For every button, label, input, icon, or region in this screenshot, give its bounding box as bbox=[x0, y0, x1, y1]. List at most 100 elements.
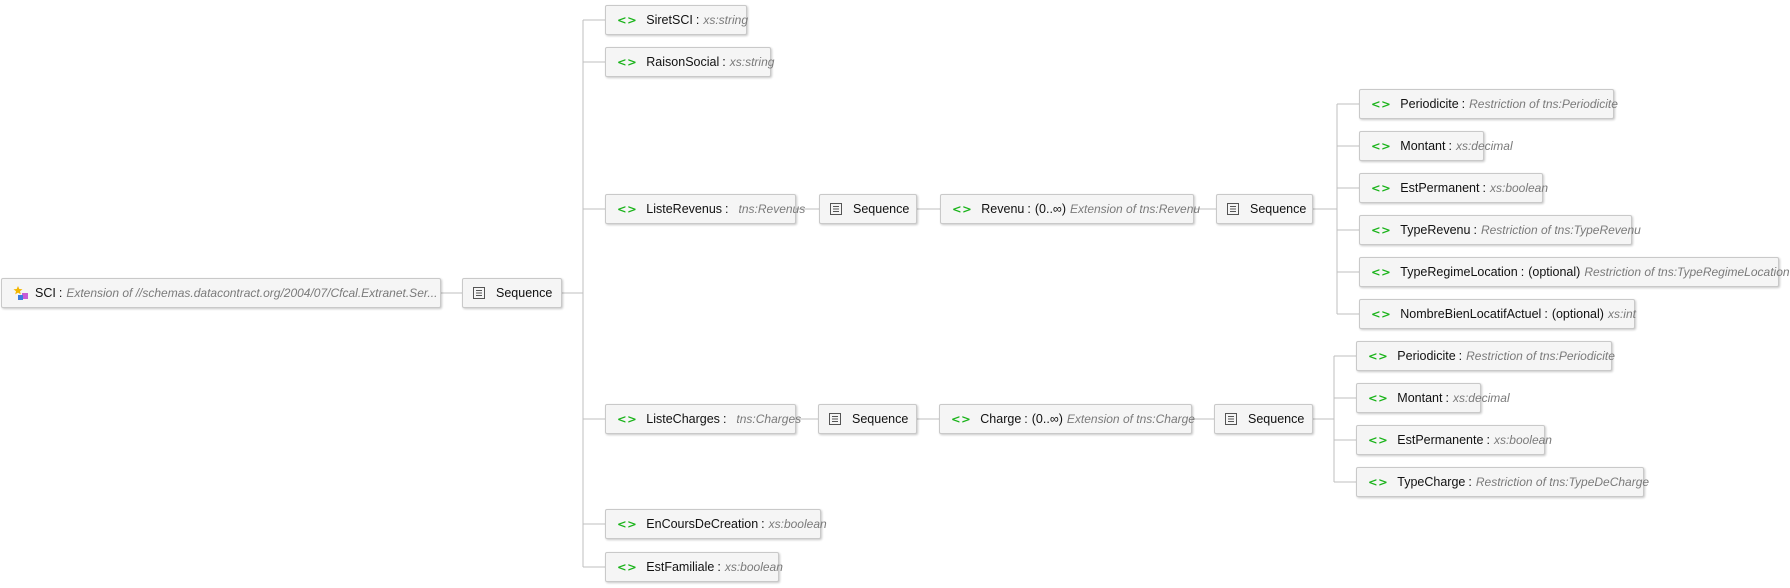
sequence-icon bbox=[1227, 203, 1239, 215]
element-occurs: (optional) bbox=[1528, 265, 1581, 279]
element-node-listerevenus[interactable]: <> ListeRevenus : tns:Revenus bbox=[605, 194, 805, 224]
element-icon: <> bbox=[951, 412, 972, 426]
element-name: EstPermanent bbox=[1400, 181, 1480, 195]
element-name: TypeCharge bbox=[1397, 475, 1466, 489]
element-type: xs:string bbox=[703, 13, 748, 27]
colon: : bbox=[1520, 265, 1525, 279]
element-name: NombreBienLocatifActuel bbox=[1400, 307, 1542, 321]
element-type: tns:Charges bbox=[736, 412, 802, 426]
colon: : bbox=[1024, 412, 1028, 426]
sequence-node-charge[interactable]: Sequence bbox=[1214, 404, 1313, 434]
element-node-revenu[interactable]: <> Revenu : (0..∞) Extension of tns:Reve… bbox=[940, 194, 1200, 224]
root-type: Extension of //schemas.datacontract.org/… bbox=[66, 286, 438, 300]
element-icon: <> bbox=[617, 202, 638, 216]
element-name: EnCoursDeCreation bbox=[646, 517, 759, 531]
sequence-node-listecharges[interactable]: Sequence bbox=[818, 404, 917, 434]
colon: : bbox=[1461, 97, 1466, 111]
element-type: xs:boolean bbox=[1493, 433, 1552, 447]
element-node-raisonsocial[interactable]: <> RaisonSocial : xs:string bbox=[605, 47, 774, 77]
sequence-icon bbox=[830, 203, 842, 215]
element-occurs: (optional) bbox=[1551, 307, 1604, 321]
element-name: EstFamiliale bbox=[646, 560, 715, 574]
sequence-icon bbox=[1225, 413, 1237, 425]
element-node-revenu-typerevenu[interactable]: <> TypeRevenu : Restriction of tns:TypeR… bbox=[1359, 215, 1641, 245]
root-name: SCI bbox=[35, 286, 56, 300]
element-name: Montant bbox=[1400, 139, 1446, 153]
element-name: Charge bbox=[980, 412, 1022, 426]
element-name: Montant bbox=[1397, 391, 1443, 405]
colon: : bbox=[725, 202, 729, 216]
element-node-charge-montant[interactable]: <> Montant : xs:decimal bbox=[1356, 383, 1510, 413]
element-type: Extension of tns:Charge bbox=[1066, 412, 1195, 426]
element-icon: <> bbox=[1371, 97, 1392, 111]
sequence-icon bbox=[829, 413, 841, 425]
sequence-label: Sequence bbox=[853, 202, 910, 216]
colon: : bbox=[1458, 349, 1463, 363]
sequence-node-listerevenus[interactable]: Sequence bbox=[819, 194, 917, 224]
complex-type-icon bbox=[13, 286, 28, 300]
element-name: ListeCharges bbox=[646, 412, 720, 426]
element-type: xs:boolean bbox=[768, 517, 827, 531]
sequence-node-revenu[interactable]: Sequence bbox=[1216, 194, 1313, 224]
element-name: TypeRegimeLocation bbox=[1400, 265, 1518, 279]
element-node-revenu-periodicite[interactable]: <> Periodicite : Restriction of tns:Peri… bbox=[1359, 89, 1618, 119]
element-type: Restriction of tns:Periodicite bbox=[1466, 349, 1615, 363]
element-icon: <> bbox=[1368, 475, 1389, 489]
element-name: TypeRevenu bbox=[1400, 223, 1471, 237]
element-name: Periodicite bbox=[1397, 349, 1456, 363]
colon: : bbox=[1468, 475, 1472, 489]
element-node-charge-estpermanente[interactable]: <> EstPermanente : xs:boolean bbox=[1356, 425, 1552, 455]
colon: : bbox=[1445, 391, 1449, 405]
element-node-charge-typecharge[interactable]: <> TypeCharge : Restriction of tns:TypeD… bbox=[1356, 467, 1649, 497]
colon: : bbox=[717, 560, 721, 574]
element-type: xs:string bbox=[729, 55, 775, 69]
element-node-revenu-montant[interactable]: <> Montant : xs:decimal bbox=[1359, 131, 1513, 161]
element-icon: <> bbox=[617, 412, 638, 426]
element-node-revenu-nombrebienlocatifactuel[interactable]: <> NombreBienLocatifActuel : (optional) … bbox=[1359, 299, 1636, 329]
element-type: xs:decimal bbox=[1455, 139, 1513, 153]
element-node-siretsci[interactable]: <> SiretSCI : xs:string bbox=[605, 5, 748, 35]
element-icon: <> bbox=[617, 55, 638, 69]
element-node-charge[interactable]: <> Charge : (0..∞) Extension of tns:Char… bbox=[939, 404, 1195, 434]
element-name: EstPermanente bbox=[1397, 433, 1484, 447]
element-type: Restriction of tns:TypeDeCharge bbox=[1475, 475, 1650, 489]
sequence-node-sci[interactable]: Sequence bbox=[462, 278, 562, 308]
colon: : bbox=[722, 55, 726, 69]
colon: : bbox=[1486, 433, 1490, 447]
colon: : bbox=[1027, 202, 1031, 216]
element-icon: <> bbox=[1371, 265, 1392, 279]
element-icon: <> bbox=[1371, 139, 1392, 153]
colon: : bbox=[58, 286, 63, 300]
element-icon: <> bbox=[1371, 181, 1392, 195]
element-icon: <> bbox=[1371, 307, 1392, 321]
element-name: SiretSCI bbox=[646, 13, 693, 27]
colon: : bbox=[1482, 181, 1486, 195]
element-node-charge-periodicite[interactable]: <> Periodicite : Restriction of tns:Peri… bbox=[1356, 341, 1615, 371]
element-icon: <> bbox=[1371, 223, 1392, 237]
element-icon: <> bbox=[617, 517, 638, 531]
element-type: xs:int bbox=[1607, 307, 1636, 321]
element-icon: <> bbox=[617, 13, 638, 27]
element-type: Restriction of tns:TypeRegimeLocation bbox=[1584, 265, 1790, 279]
element-node-revenu-estpermanent[interactable]: <> EstPermanent : xs:boolean bbox=[1359, 173, 1548, 203]
element-name: Periodicite bbox=[1400, 97, 1459, 111]
element-name: ListeRevenus bbox=[646, 202, 723, 216]
element-icon: <> bbox=[1368, 433, 1389, 447]
element-type: Restriction of tns:TypeRevenu bbox=[1480, 223, 1641, 237]
element-node-encoursdecreation[interactable]: <> EnCoursDeCreation : xs:boolean bbox=[605, 509, 827, 539]
element-node-estfamiliale[interactable]: <> EstFamiliale : xs:boolean bbox=[605, 552, 783, 582]
element-type: xs:decimal bbox=[1452, 391, 1510, 405]
root-node-sci[interactable]: SCI : Extension of //schemas.datacontrac… bbox=[1, 278, 441, 308]
element-occurs: (0..∞) bbox=[1034, 202, 1066, 216]
colon: : bbox=[1544, 307, 1548, 321]
element-icon: <> bbox=[1368, 349, 1389, 363]
sequence-label: Sequence bbox=[852, 412, 909, 426]
element-occurs: (0..∞) bbox=[1031, 412, 1063, 426]
element-node-revenu-typeregimelocation[interactable]: <> TypeRegimeLocation : (optional) Restr… bbox=[1359, 257, 1790, 287]
sequence-label: Sequence bbox=[1248, 412, 1305, 426]
element-icon: <> bbox=[1368, 391, 1389, 405]
element-type: xs:boolean bbox=[724, 560, 783, 574]
element-node-listecharges[interactable]: <> ListeCharges : tns:Charges bbox=[605, 404, 801, 434]
